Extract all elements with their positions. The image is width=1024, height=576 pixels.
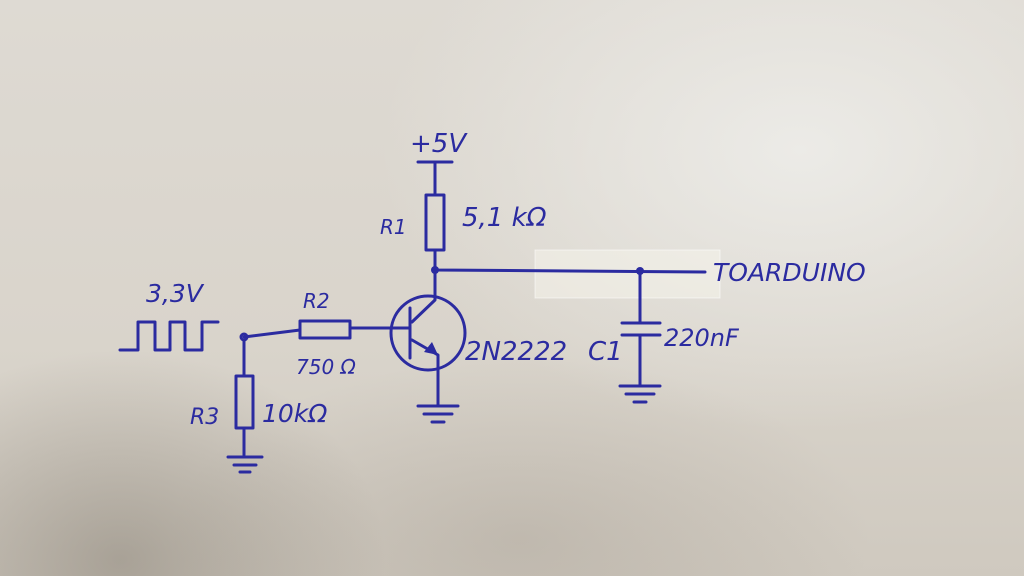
input-label: 3,3V (146, 279, 205, 308)
resistor-r2 (298, 319, 352, 340)
r3-value: 10kΩ (262, 399, 327, 428)
ground-icon (416, 404, 460, 424)
ground-icon (618, 384, 662, 404)
output-label: TOARDUINO (713, 258, 866, 287)
r1-name: R1 (380, 215, 407, 239)
tape-strip (534, 249, 721, 299)
square-wave-icon (118, 320, 220, 352)
supply-label: +5V (410, 129, 468, 159)
ground-icon (226, 455, 264, 474)
input-wire (242, 328, 302, 339)
transistor-npn (348, 268, 467, 407)
resistor-r1 (424, 193, 446, 252)
c1-name: C1 (588, 337, 623, 367)
r2-value: 750 Ω (296, 355, 357, 379)
r1-value: 5,1 kΩ (462, 203, 547, 233)
capacitor-c1 (620, 269, 662, 387)
c1-value: 220nF (664, 324, 740, 352)
resistor-r3 (234, 374, 255, 430)
supply-rail (416, 160, 454, 197)
r2-name: R2 (303, 289, 330, 313)
r3-name: R3 (190, 405, 219, 430)
transistor-part: 2N2222 (465, 337, 567, 367)
